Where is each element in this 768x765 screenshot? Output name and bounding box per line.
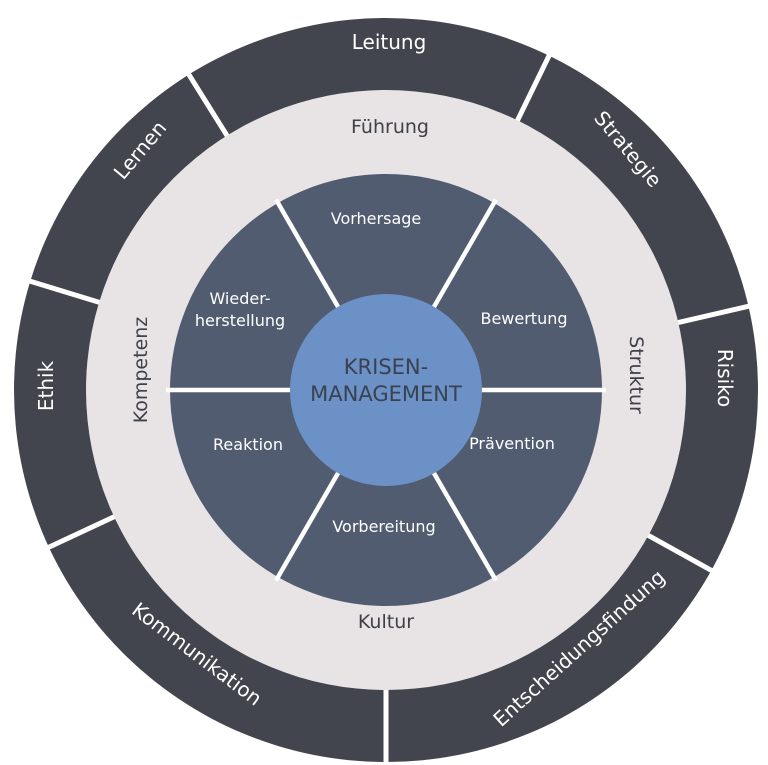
inner-separator xyxy=(429,198,498,314)
inner-label-praevention: Prävention xyxy=(469,434,555,453)
inner-label-wiederherstellung-line1: Wieder- xyxy=(209,289,270,308)
outer-ring-separators xyxy=(23,49,755,765)
inner-separator xyxy=(274,198,343,314)
outer-label-risiko: Risiko xyxy=(713,349,737,408)
ring-label-kultur: Kultur xyxy=(358,611,414,633)
outer-separator xyxy=(640,529,718,576)
outer-label-leitung: Leitung xyxy=(352,30,427,54)
center-title-line1: KRISEN- xyxy=(344,355,428,379)
outer-separator xyxy=(511,49,554,129)
inner-label-reaktion: Reaktion xyxy=(213,435,283,454)
inner-label-wiederherstellung-line2: herstellung xyxy=(195,311,285,330)
ring-label-kompetenz: Kompetenz xyxy=(130,317,152,424)
center-title-line2: MANAGEMENT xyxy=(310,382,462,406)
outer-separator xyxy=(669,302,755,327)
ring-label-fuehrung: Führung xyxy=(351,116,429,138)
inner-segment-labels: VorhersageBewertungPräventionVorbereitun… xyxy=(195,209,568,536)
outer-separator xyxy=(23,277,108,308)
inner-label-vorbereitung: Vorbereitung xyxy=(332,517,435,536)
center-circle xyxy=(290,294,482,486)
inner-label-vorhersage: Vorhersage xyxy=(331,209,422,228)
ring-label-struktur: Struktur xyxy=(625,336,647,414)
outer-label-ethik: Ethik xyxy=(34,360,58,411)
inner-ring-separators xyxy=(166,198,606,582)
outer-separator xyxy=(183,68,234,144)
inner-label-bewertung: Bewertung xyxy=(480,309,567,328)
inner-separator xyxy=(274,466,343,582)
outer-separator xyxy=(42,511,123,553)
inner-separator xyxy=(429,466,498,582)
